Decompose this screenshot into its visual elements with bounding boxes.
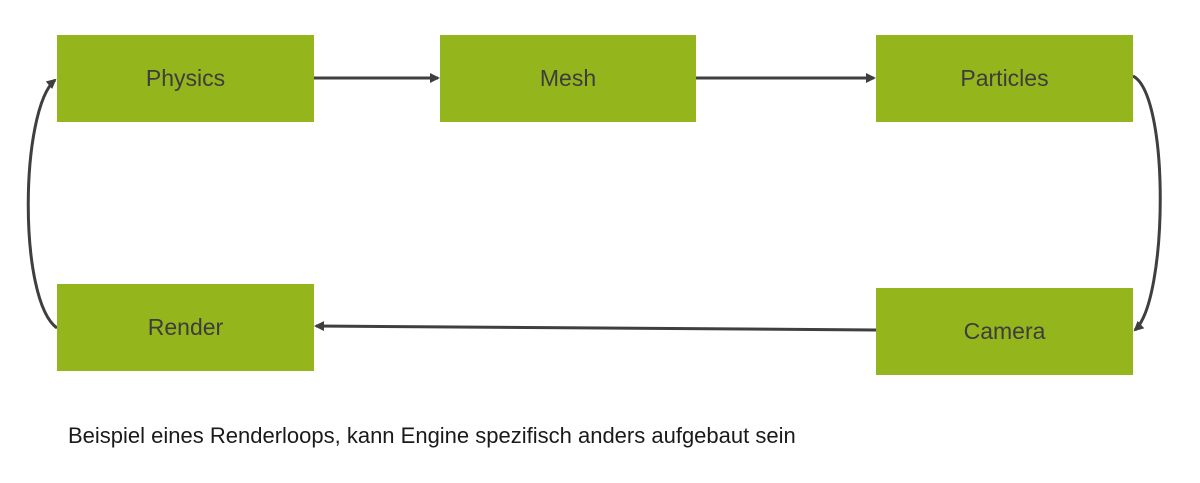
node-physics: Physics bbox=[57, 35, 314, 122]
edge-camera-to-render bbox=[314, 321, 877, 332]
edge-particles-to-camera bbox=[1132, 74, 1162, 332]
node-particles: Particles bbox=[876, 35, 1133, 122]
node-particles-label: Particles bbox=[960, 65, 1049, 91]
node-render: Render bbox=[57, 284, 314, 371]
edge-render-to-physics bbox=[26, 78, 58, 330]
node-camera-label: Camera bbox=[963, 318, 1046, 344]
diagram-caption: Beispiel eines Renderloops, kann Engine … bbox=[68, 423, 796, 448]
node-render-label: Render bbox=[147, 314, 224, 340]
node-mesh: Mesh bbox=[440, 35, 696, 122]
node-mesh-label: Mesh bbox=[539, 65, 597, 91]
node-camera: Camera bbox=[876, 288, 1133, 375]
node-physics-label: Physics bbox=[145, 65, 226, 91]
